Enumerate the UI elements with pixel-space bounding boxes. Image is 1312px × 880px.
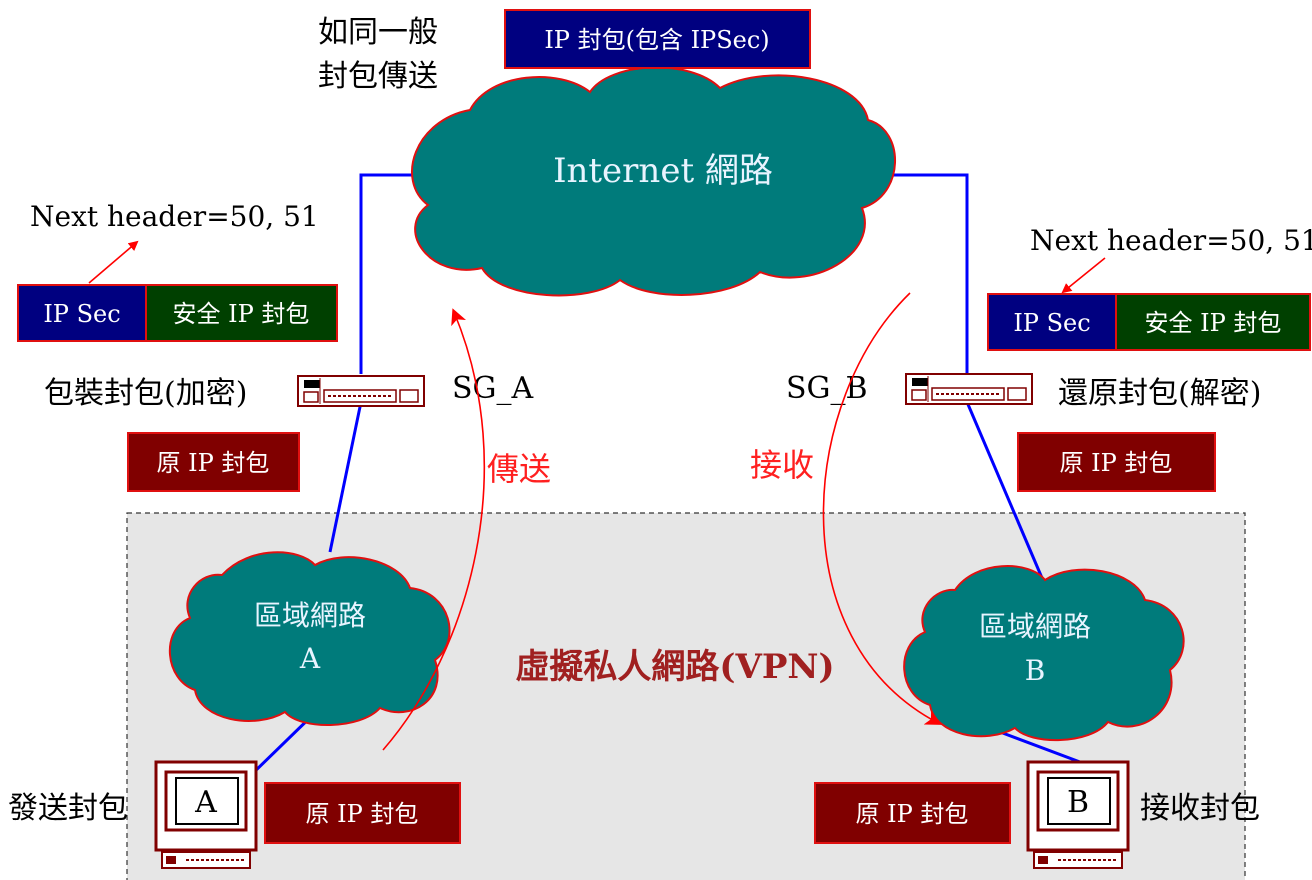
left-encapsulate-label: 包裝封包(加密) bbox=[44, 376, 247, 411]
router-icon bbox=[297, 375, 425, 407]
left-ipsec-packet: IP Sec 安全 IP 封包 bbox=[17, 284, 338, 342]
lan-b-label-line1: 區域網路 bbox=[979, 610, 1091, 643]
internet-label: Internet 網路 bbox=[553, 151, 773, 191]
left-next-header: Next header=50, 51 bbox=[30, 200, 319, 233]
send-arrow bbox=[382, 308, 486, 751]
link-sgb-lan-b bbox=[965, 401, 1044, 579]
computer-icon bbox=[154, 760, 258, 869]
lan-b-label-line2: B bbox=[1025, 654, 1046, 687]
gateway-b-label: SG_B bbox=[786, 371, 868, 406]
right-pc-packet-label: 原 IP 封包 bbox=[856, 800, 969, 828]
internet-cloud: Internet 網路 bbox=[411, 66, 896, 297]
right-next-header-arrow bbox=[1061, 257, 1106, 294]
left-secure-packet-label: 安全 IP 封包 bbox=[173, 300, 310, 328]
network-links bbox=[248, 173, 1081, 778]
lan-b-cloud: 區域網路 B bbox=[903, 565, 1185, 742]
right-ipsec-label: IP Sec bbox=[1013, 309, 1090, 337]
left-pc-packet-label: 原 IP 封包 bbox=[306, 800, 419, 828]
link-internet-sgb bbox=[875, 173, 969, 374]
normal-transfer-line2: 封包傳送 bbox=[318, 59, 438, 94]
top-packet-label: IP 封包(包含 IPSec) bbox=[544, 26, 769, 54]
gateway-a-label: SG_A bbox=[452, 371, 534, 406]
receive-packet-label: 接收封包 bbox=[1140, 791, 1260, 826]
cloud-icon bbox=[168, 551, 451, 727]
pc-a-label: A bbox=[194, 785, 217, 820]
send-direction-label: 傳送 bbox=[487, 450, 551, 488]
receive-arrow bbox=[822, 292, 942, 725]
top-packet-box: IP 封包(包含 IPSec) bbox=[504, 9, 811, 69]
right-pc-packet: 原 IP 封包 bbox=[814, 782, 1011, 844]
receive-direction-label: 接收 bbox=[750, 446, 814, 484]
send-packet-label: 發送封包 bbox=[8, 791, 128, 826]
cloud-icon bbox=[903, 565, 1185, 742]
right-decapsulate-label: 還原封包(解密) bbox=[1058, 376, 1261, 411]
right-next-header: Next header=50, 51 bbox=[1030, 224, 1312, 257]
link-sga-internet bbox=[359, 173, 425, 374]
lan-a-label-line2: A bbox=[299, 642, 321, 675]
right-original-packet: 原 IP 封包 bbox=[1017, 432, 1216, 492]
computer-icon bbox=[1026, 760, 1130, 869]
router-icon bbox=[905, 373, 1033, 405]
left-original-packet: 原 IP 封包 bbox=[127, 432, 300, 492]
left-original-packet-label: 原 IP 封包 bbox=[157, 449, 270, 477]
left-next-header-arrow bbox=[88, 240, 139, 284]
vpn-label: 虛擬私人網路(VPN) bbox=[515, 647, 834, 687]
normal-transfer-line1: 如同一般 bbox=[318, 15, 438, 50]
right-ipsec-packet: IP Sec 安全 IP 封包 bbox=[987, 293, 1311, 351]
lan-a-label-line1: 區域網路 bbox=[254, 599, 366, 632]
pc-b-label: B bbox=[1067, 785, 1089, 820]
left-ipsec-label: IP Sec bbox=[43, 300, 120, 328]
lan-a-cloud: 區域網路 A bbox=[168, 551, 451, 727]
link-lan-b-pc bbox=[999, 730, 1081, 764]
right-original-packet-label: 原 IP 封包 bbox=[1060, 449, 1173, 477]
link-sga-lan-a bbox=[328, 401, 363, 553]
right-secure-packet-label: 安全 IP 封包 bbox=[1145, 309, 1282, 337]
left-pc-packet: 原 IP 封包 bbox=[264, 782, 461, 844]
